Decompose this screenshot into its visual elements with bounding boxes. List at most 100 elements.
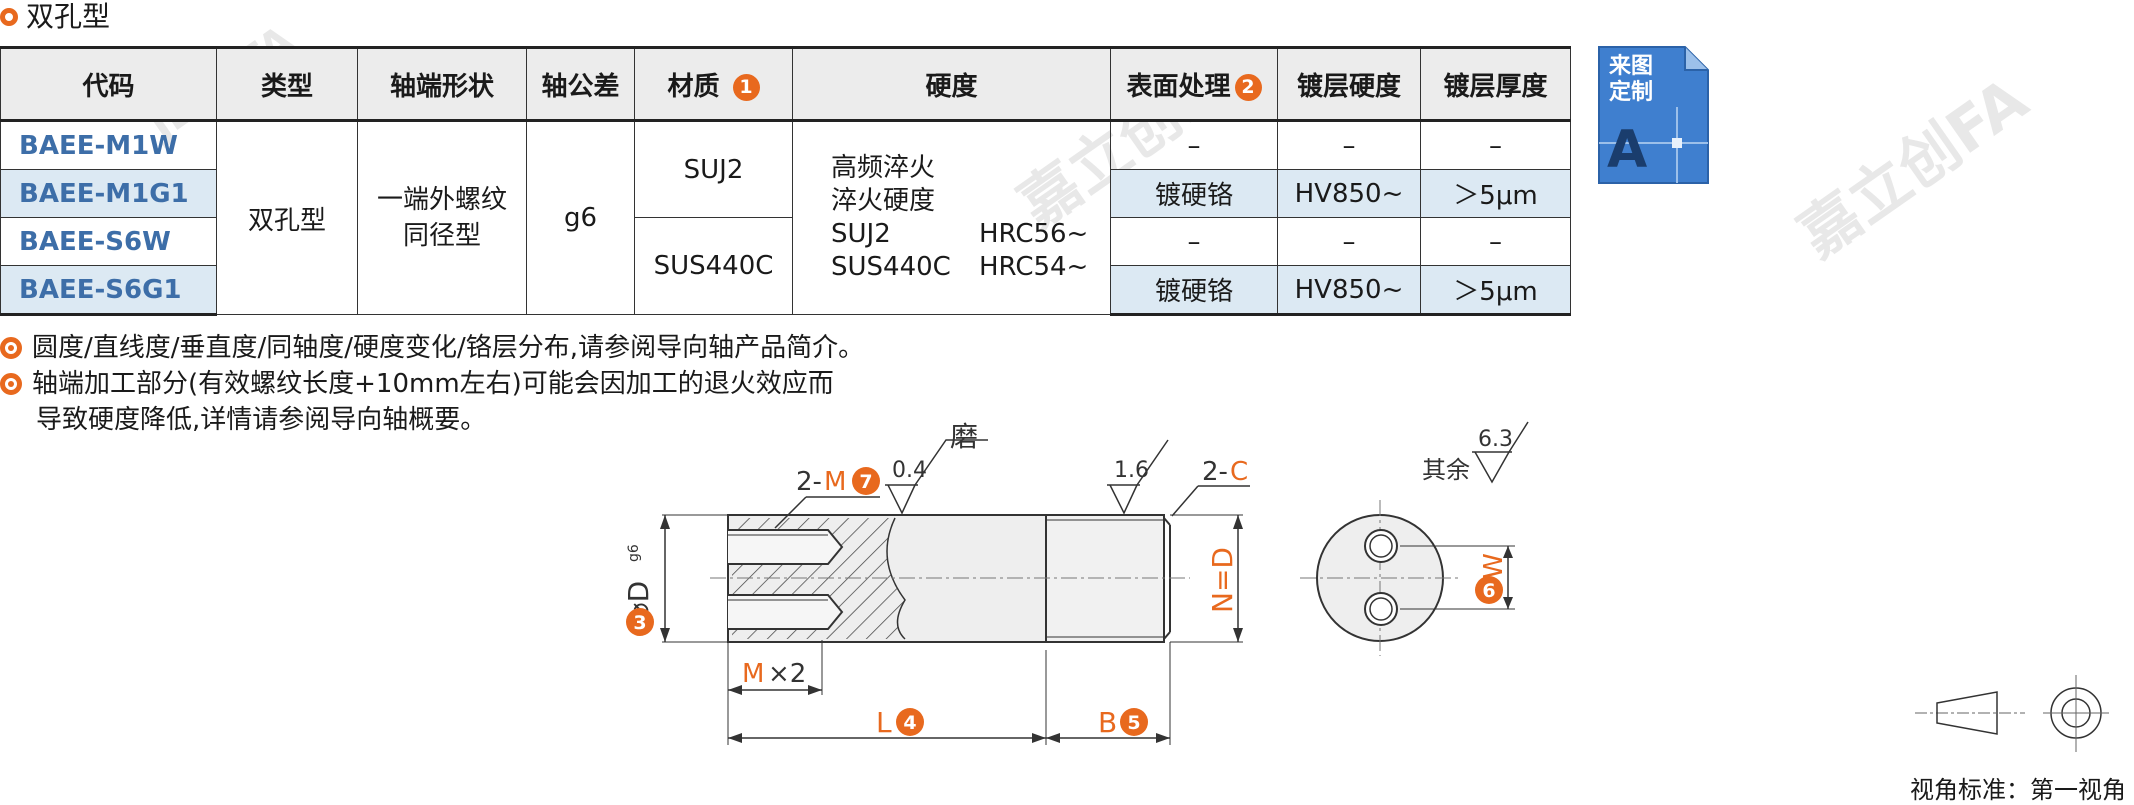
badge-shape: [1598, 46, 1709, 184]
note-badge: 2: [1234, 73, 1262, 101]
material-cell: SUJ2: [634, 120, 793, 218]
roughness-16: 1.6: [1114, 458, 1149, 483]
badge-6: [1475, 576, 1503, 604]
type-cell: 双孔型: [216, 120, 358, 315]
header-code: 代码: [0, 46, 217, 122]
watermark: 嘉立创FA: [1786, 64, 2041, 272]
hardness-line: SUJ2 HRC56~: [831, 218, 1110, 251]
plating-thickness-cell: –: [1420, 217, 1571, 266]
badge-4-label: 4: [903, 712, 916, 734]
custom-drawing-badge: 来图 定制 A: [1598, 46, 1709, 184]
threaded-hole: [728, 529, 844, 565]
shaft-end-line: 一端外螺纹: [376, 185, 507, 215]
code-cell: BAEE-M1W: [0, 120, 217, 170]
surface-cell: –: [1110, 120, 1278, 170]
hardness-line: 高频淬火: [831, 153, 936, 183]
note-item: 圆度/直线度/垂直度/同轴度/硬度变化/铬层分布,请参阅导向轴产品简介。: [0, 330, 864, 366]
plating-hardness-cell: –: [1277, 120, 1421, 170]
two-c-label: C: [1230, 457, 1248, 487]
plating-hardness-cell: –: [1277, 217, 1421, 266]
m-label: M: [742, 659, 764, 689]
header-shaft-tolerance: 轴公差: [526, 46, 635, 122]
header-plating-thickness: 镀层厚度: [1420, 46, 1571, 122]
roughness-symbol: [1109, 439, 1169, 515]
hardness-line: 淬火硬度: [831, 186, 936, 216]
note-item: 导致硬度降低,详情请参阅导向轴概要。: [0, 402, 864, 438]
plating-thickness-cell: ＞5μm: [1420, 265, 1571, 316]
code-cell: BAEE-M1G1: [0, 169, 217, 218]
view-standard-label: 视角标准：第一视角: [1910, 776, 2126, 804]
plating-hardness-cell: HV850~: [1277, 169, 1421, 218]
g6-label: g6: [626, 544, 642, 562]
two-m-prefix: 2-: [796, 467, 822, 497]
shaft-end-line: 同径型: [402, 221, 481, 251]
code-cell: BAEE-S6G1: [0, 265, 217, 316]
x2-label: ×2: [768, 659, 806, 689]
frustum-icon: [1936, 691, 1998, 735]
note-text: 圆度/直线度/垂直度/同轴度/硬度变化/铬层分布,请参阅导向轴产品简介。: [32, 333, 865, 363]
l-label: L: [876, 706, 892, 739]
table-row: BAEE-M1G1 镀硬铬 HV850~ ＞5μm: [0, 169, 1571, 218]
badge-6-label: 6: [1482, 580, 1495, 602]
roughness-symbol: [887, 439, 988, 515]
grind-label: 磨: [950, 420, 978, 453]
header-hardness: 硬度: [792, 46, 1111, 122]
table-row: BAEE-S6G1 镀硬铬 HV850~ ＞5μm: [0, 265, 1571, 316]
badge-3: [626, 608, 654, 636]
tolerance-cell: g6: [526, 120, 635, 315]
threaded-hole: [728, 594, 844, 630]
badge-5-label: 5: [1127, 712, 1140, 734]
hardness-material: SUS440C: [831, 252, 951, 282]
note-bullet-icon: [0, 337, 22, 359]
hardness-line: SUS440C HRC54~: [831, 251, 1110, 284]
badge-7-label: 7: [859, 471, 872, 493]
roughness-04: 0.4: [892, 458, 927, 483]
technical-drawing: ⌀D g6 3 N=D M ×2 L 4 B 5 2- M 7 0.4 磨 1.…: [622, 420, 1529, 745]
w-label: W: [1479, 553, 1509, 579]
badge-letter: A: [1607, 120, 1647, 180]
plating-thickness-cell: –: [1420, 120, 1571, 170]
badge-line2: 定制: [1609, 79, 1653, 105]
n-eq-d-label: N=D: [1206, 547, 1239, 613]
two-m-label: M: [824, 467, 846, 497]
badge-4: [896, 708, 924, 736]
surface-cell: 镀硬铬: [1110, 265, 1278, 316]
b-label: B: [1098, 706, 1117, 739]
table-row: BAEE-S6W SUS440C – – –: [0, 217, 1571, 315]
header-shaft-end-shape: 轴端形状: [357, 46, 527, 122]
shaft-end-cell: 一端外螺纹 同径型: [357, 120, 527, 315]
badge-3-label: 3: [633, 612, 646, 634]
roughness-symbol: [1474, 421, 1529, 484]
notes: 圆度/直线度/垂直度/同轴度/硬度变化/铬层分布,请参阅导向轴产品简介。 轴端加…: [0, 330, 864, 438]
roughness-63: 6.3: [1478, 427, 1513, 452]
note-badge: 1: [732, 73, 760, 101]
hardness-material: SUJ2: [831, 219, 891, 249]
code-cell: BAEE-S6W: [0, 217, 217, 266]
table-row: BAEE-M1W 双孔型 一端外螺纹 同径型 g6 SUJ2 高频淬火 淬火硬度…: [0, 120, 1571, 315]
material-cell: SUS440C: [634, 217, 793, 315]
rest-label: 其余: [1422, 456, 1470, 484]
plating-thickness-cell: ＞5μm: [1420, 169, 1571, 218]
hardness-value: HRC56~: [979, 219, 1089, 249]
surface-cell: –: [1110, 217, 1278, 266]
header-type: 类型: [216, 46, 358, 122]
hardness-value: HRC54~: [979, 252, 1089, 282]
section-title-text: 双孔型: [26, 0, 111, 33]
note-text: 轴端加工部分(有效螺纹长度+10mm左右)可能会因加工的退火效应而: [32, 369, 834, 399]
badge-7: [852, 467, 880, 495]
circle-bullet-icon: [0, 8, 18, 26]
hardness-cell: 高频淬火 淬火硬度 SUJ2 HRC56~ SUS440C HRC54~: [792, 120, 1111, 315]
badge-line1: 来图: [1608, 54, 1653, 79]
note-text: 导致硬度降低,详情请参阅导向轴概要。: [36, 405, 487, 435]
header-plating-hardness: 镀层硬度: [1277, 46, 1421, 122]
note-item: 轴端加工部分(有效螺纹长度+10mm左右)可能会因加工的退火效应而: [0, 366, 864, 402]
note-bullet-icon: [0, 373, 22, 395]
badge-5: [1120, 708, 1148, 736]
header-material-label: 材质: [667, 71, 720, 102]
header-material: 材质 1: [634, 46, 793, 122]
projection-symbol: [1915, 675, 2109, 752]
header-surface-label: 表面处理: [1126, 71, 1231, 102]
